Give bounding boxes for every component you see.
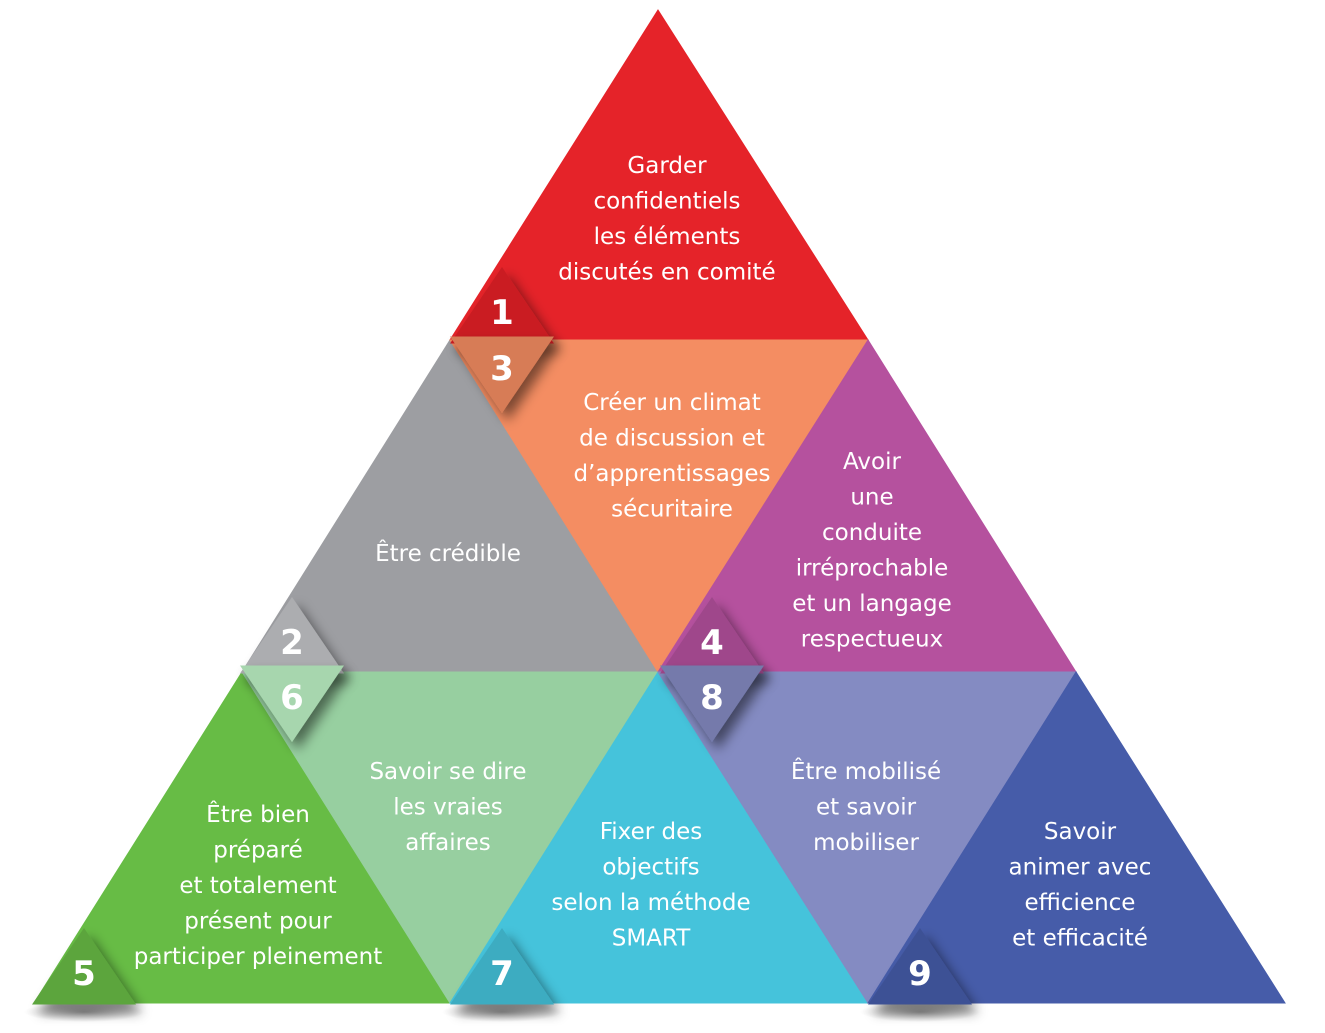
label-line: efficience [1025,890,1136,916]
label-line: Être crédible [375,539,521,567]
segment-label-1: Garder confidentiels les éléments discutés … [558,153,775,286]
segment-number: 9 [908,954,932,994]
label-line: Avoir [843,449,901,475]
label-line: présent pour [184,909,332,935]
number-tab-shape [32,928,136,1005]
segment-number: 3 [490,349,514,389]
number-tab-3: 3 [450,336,554,413]
segment-number: 8 [700,678,724,718]
number-tab-1: 1 [450,267,554,344]
number-tab-shape [450,267,554,344]
number-tab-shape [868,928,972,1005]
label-line: de discussion et [579,426,765,452]
label-line: selon la méthode [551,890,750,916]
segment-label-3: Créer un climat de discussion et d’apprent… [573,390,770,523]
label-line: Être mobilisé [791,757,941,785]
segment-label-2: Être crédible [375,539,521,567]
label-line: les vraies [393,795,503,821]
label-line: conduite [822,520,922,546]
label-line: Créer un climat [583,390,761,416]
pyramid-segments [33,9,1286,1004]
label-line: irréprochable [796,556,949,582]
label-line: d’apprentissages [573,461,770,487]
label-line: mobiliser [813,830,919,856]
label-line: une [850,485,893,511]
segment-9 [867,671,1286,1004]
floor-shadow [860,1002,980,1022]
label-line: et savoir [816,795,917,821]
label-line: discutés en comité [558,260,775,286]
floor-shadow [24,1002,144,1022]
number-tab-9: 9 [868,928,972,1005]
label-line: confidentiels [593,189,740,215]
number-tab-6: 6 [240,665,344,742]
label-line: et efficacité [1012,926,1148,952]
label-line: Savoir se dire [369,759,526,785]
segment-number: 5 [72,954,96,994]
number-tab-shape [240,597,344,674]
number-tab-shape [240,665,344,742]
floor-shadows [24,1002,980,1022]
segment-label-4: Avoir une conduite irréprochable et un langa… [792,449,951,653]
label-line: Être bien [206,800,310,828]
label-line: Garder [627,153,707,179]
segment-label-9: Savoir animer avec efficience et efficacité [1009,819,1152,952]
label-line: participer pleinement [134,944,383,970]
number-tabs: 1 2 3 4 5 6 7 8 9 [32,267,972,1005]
number-tab-shape [660,597,764,674]
segment-number: 2 [280,623,304,663]
segment-number: 1 [490,293,514,333]
segment-label-5: Être bien préparé et totalement présent pou… [134,800,383,970]
floor-shadow [442,1002,562,1022]
label-line: Fixer des [600,819,703,845]
segment-number: 7 [490,954,514,994]
label-line: Savoir [1044,819,1117,845]
number-tab-4: 4 [660,597,764,674]
segment-labels: Garder confidentiels les éléments discutés … [134,153,1152,970]
segment-label-8: Être mobilisé et savoir mobiliser [791,757,941,856]
label-line: sécuritaire [611,497,733,523]
label-line: affaires [405,830,491,856]
label-line: SMART [612,926,691,952]
label-line: et totalement [179,873,336,899]
label-line: animer avec [1009,855,1152,881]
segment-number: 6 [280,678,304,718]
number-tab-shape [450,928,554,1005]
label-line: objectifs [602,855,699,881]
number-tab-7: 7 [450,928,554,1005]
number-tab-shape [450,336,554,413]
label-line: et un langage [792,591,951,617]
label-line: préparé [213,838,303,864]
segment-number: 4 [700,623,724,663]
segment-label-6: Savoir se dire les vraies affaires [369,759,526,856]
number-tab-5: 5 [32,928,136,1005]
number-tab-8: 8 [660,665,764,742]
number-tab-shape [660,665,764,742]
label-line: les éléments [594,224,741,250]
number-tab-2: 2 [240,597,344,674]
label-line: respectueux [801,627,943,653]
